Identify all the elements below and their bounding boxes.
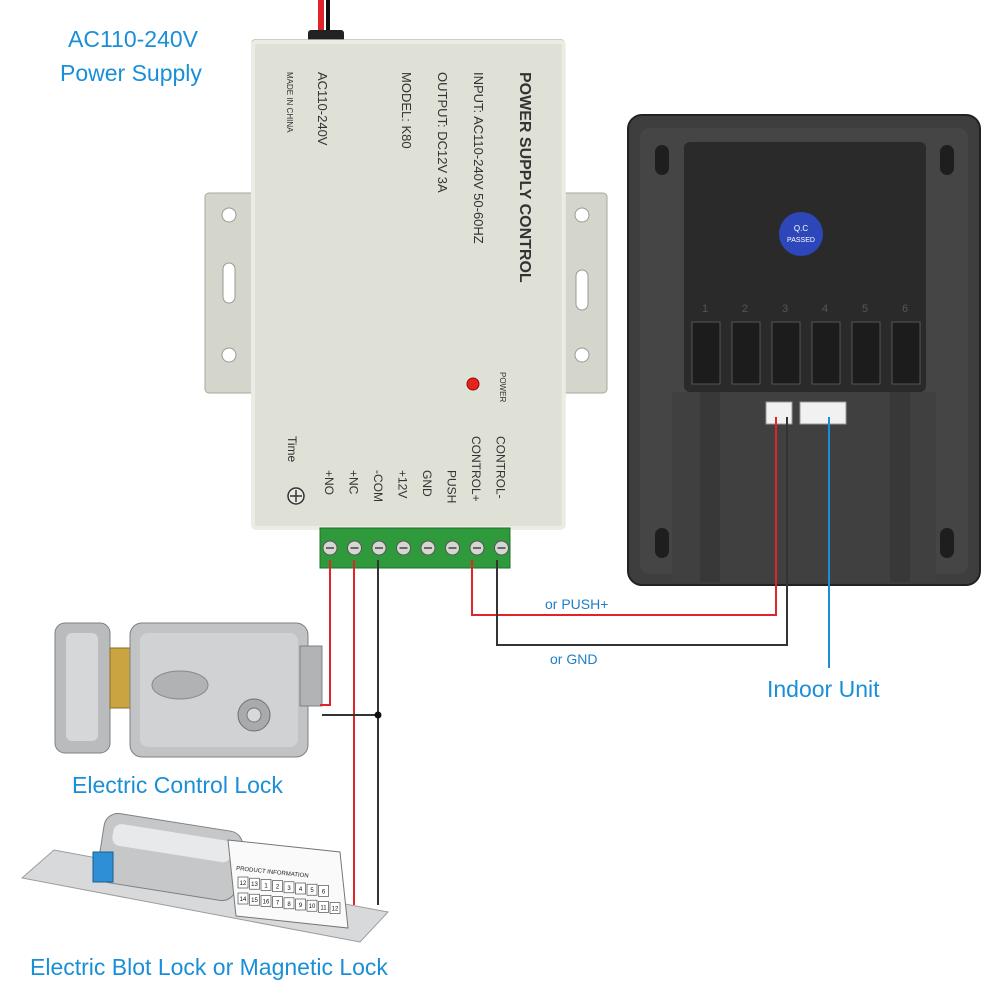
bolt-grid-value: 12: [332, 907, 339, 913]
bolt-grid-cell: [283, 881, 295, 894]
wires: [320, 417, 830, 905]
bolt-grid-cell: [249, 877, 260, 890]
bolt-grid-value: 6: [322, 889, 326, 895]
indoor-port[interactable]: [851, 321, 881, 385]
bolt-grid-cell: [318, 901, 329, 913]
bolt-grid-cell: [295, 882, 306, 895]
indoor-port[interactable]: [731, 321, 761, 385]
indoor-ports: 1 2 3 4 5 6: [691, 303, 921, 385]
terminal-label: CONTROL+: [469, 436, 483, 502]
bolt-grid-value: 15: [251, 898, 258, 904]
bolt-grid-cell: [260, 895, 272, 907]
indoor-port-number: 6: [902, 303, 908, 315]
terminal-label: +NO: [322, 470, 336, 495]
indoor-port[interactable]: [891, 321, 921, 385]
psu-ac-rating: AC110-240V: [315, 72, 330, 146]
wire-push-label: or PUSH+: [545, 596, 609, 612]
wire-no: [320, 560, 331, 706]
terminal-label: CONTROL-: [494, 436, 508, 499]
psu-input-spec: INPUT: AC110-240V 50-60HZ: [471, 72, 486, 244]
wire-push: [471, 417, 777, 616]
power-supply-unit: POWER SUPPLY CONTROL INPUT: AC110-240V 5…: [204, 0, 608, 569]
bolt-grid-cell: [249, 893, 260, 906]
bolt-grid-cell: [272, 896, 283, 908]
psu-output-spec: OUTPUT: DC12V 3A: [435, 72, 450, 193]
terminal-label: -COM: [371, 470, 385, 502]
terminal-label: +12V: [396, 470, 410, 498]
bolt-grid-value: 16: [263, 899, 270, 905]
ac-input-cable: [318, 0, 324, 40]
psu-power-led: [466, 377, 480, 391]
bolt-grid-value: 8: [287, 902, 291, 908]
indoor-port-number: 4: [822, 303, 828, 315]
indoor-port-number: 3: [782, 303, 788, 315]
indoor-port[interactable]: [691, 321, 721, 385]
bolt-grid-cell: [260, 879, 272, 891]
bolt-grid-cell: [237, 892, 249, 905]
bolt-grid-cell: [306, 883, 318, 896]
power-supply-label-line2: Power Supply: [60, 60, 202, 86]
power-supply-label-line1: AC110-240V: [68, 26, 198, 52]
bolt-grid-value: 10: [309, 904, 316, 910]
bolt-grid-value: 13: [251, 882, 258, 888]
bolt-grid-cell: [306, 899, 318, 912]
bolt-grid-value: 3: [287, 886, 291, 892]
psu-time-label: Time: [285, 436, 299, 463]
indoor-port[interactable]: [771, 321, 801, 385]
indoor-unit: Q.C PASSED 1 2 3 4 5 6: [627, 114, 981, 586]
indoor-port-number: 2: [742, 303, 748, 315]
bolt-grid-cell: [318, 885, 329, 897]
bolt-grid-value: 11: [320, 905, 327, 911]
bolt-grid-cell: [329, 902, 341, 914]
electric-control-lock: [54, 622, 323, 758]
bolt-grid-value: 9: [299, 903, 303, 909]
bolt-grid-value: 14: [240, 897, 247, 903]
qc-label-line1: Q.C: [794, 224, 808, 233]
indoor-connector-left[interactable]: [765, 401, 793, 425]
terminal-label: +NC: [347, 470, 361, 495]
psu-power-label: POWER: [498, 372, 507, 402]
terminal-labels: +NO +NC -COM +12V GND PUSH CONTROL+ CONTROL-: [322, 436, 508, 503]
psu-model: MODEL: K80: [399, 72, 414, 149]
qc-label-line2: PASSED: [787, 237, 815, 244]
terminal-label: PUSH: [445, 470, 459, 503]
bolt-grid-value: 2: [276, 885, 280, 891]
psu-made-in: MADE IN CHINA: [285, 72, 294, 133]
bolt-grid-value: 1: [264, 883, 268, 889]
wire-gnd-label: or GND: [550, 651, 598, 667]
wire-gnd: [496, 417, 788, 646]
electric-control-lock-label: Electric Control Lock: [72, 772, 283, 798]
bolt-grid-value: 4: [299, 887, 303, 893]
psu-title: POWER SUPPLY CONTROL: [516, 72, 533, 283]
bolt-grid-cell: [283, 897, 295, 910]
indoor-connector-right[interactable]: [799, 401, 847, 425]
bolt-grid-cell: [272, 880, 283, 892]
indoor-unit-label: Indoor Unit: [767, 676, 880, 702]
terminal-screws: [322, 540, 509, 556]
terminal-label: GND: [420, 470, 434, 497]
indoor-port-number: 1: [702, 303, 708, 315]
bolt-grid-value: 5: [310, 888, 314, 894]
indoor-port[interactable]: [811, 321, 841, 385]
wire-junction-dot: [374, 711, 382, 719]
bolt-blue-connector: [92, 851, 114, 883]
time-adjust-knob[interactable]: [287, 487, 305, 505]
bolt-grid-cell: [295, 898, 306, 911]
bolt-or-magnetic-lock-label: Electric Blot Lock or Magnetic Lock: [30, 954, 388, 980]
bolt-grid-value: 12: [240, 881, 247, 887]
bolt-grid-cell: [237, 876, 249, 889]
bolt-grid-value: 7: [276, 901, 280, 907]
indoor-port-number: 5: [862, 303, 868, 315]
qc-passed-sticker: [779, 212, 823, 256]
